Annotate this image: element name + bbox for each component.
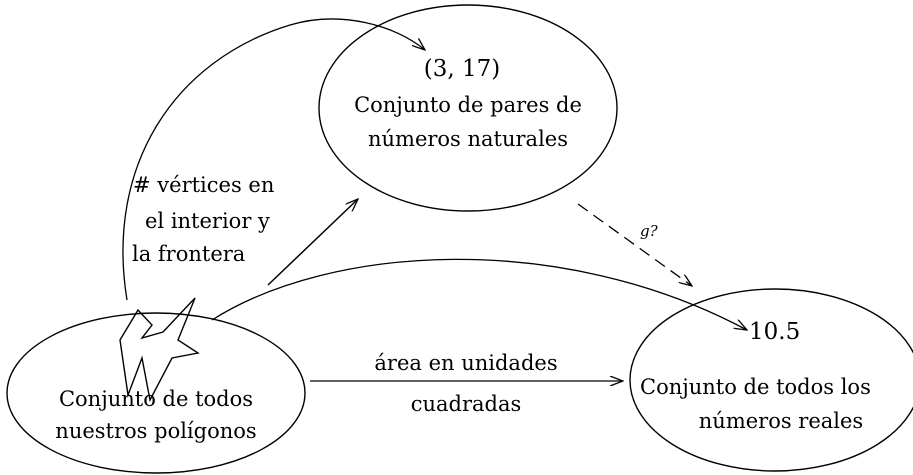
g-label: g? xyxy=(640,222,659,240)
polygon-to-pair-curve xyxy=(122,18,425,301)
polygons-set-title-line2: nuestros polígonos xyxy=(55,419,256,443)
area-label-line1: área en unidades xyxy=(374,351,557,375)
area-label-line2: cuadradas xyxy=(411,392,522,416)
reals-set-ellipse xyxy=(629,288,913,472)
pairs-set-title-line1: Conjunto de pares de xyxy=(354,93,582,117)
vertices-label-line3: la frontera xyxy=(132,242,245,266)
polygon-shape-icon xyxy=(119,297,200,403)
vertices-label-line2: el interior y xyxy=(145,209,270,233)
vertices-count-arrow xyxy=(267,199,358,286)
pairs-set-title-line2: números naturales xyxy=(368,127,568,151)
reals-set-title-line2: números reales xyxy=(699,409,863,433)
reals-set-title-line1: Conjunto de todos los xyxy=(640,375,871,399)
polygon-to-real-curve xyxy=(211,258,747,330)
real-element-label: 10.5 xyxy=(749,319,800,345)
pairs-set-ellipse xyxy=(318,4,618,212)
polygons-set-title-line1: Conjunto de todos xyxy=(59,387,253,411)
g-dashed-arrow xyxy=(577,203,692,286)
vertices-label-line1: # vértices en xyxy=(133,173,274,197)
polygons-set-ellipse xyxy=(6,312,306,474)
pair-element-label: (3, 17) xyxy=(424,56,500,82)
